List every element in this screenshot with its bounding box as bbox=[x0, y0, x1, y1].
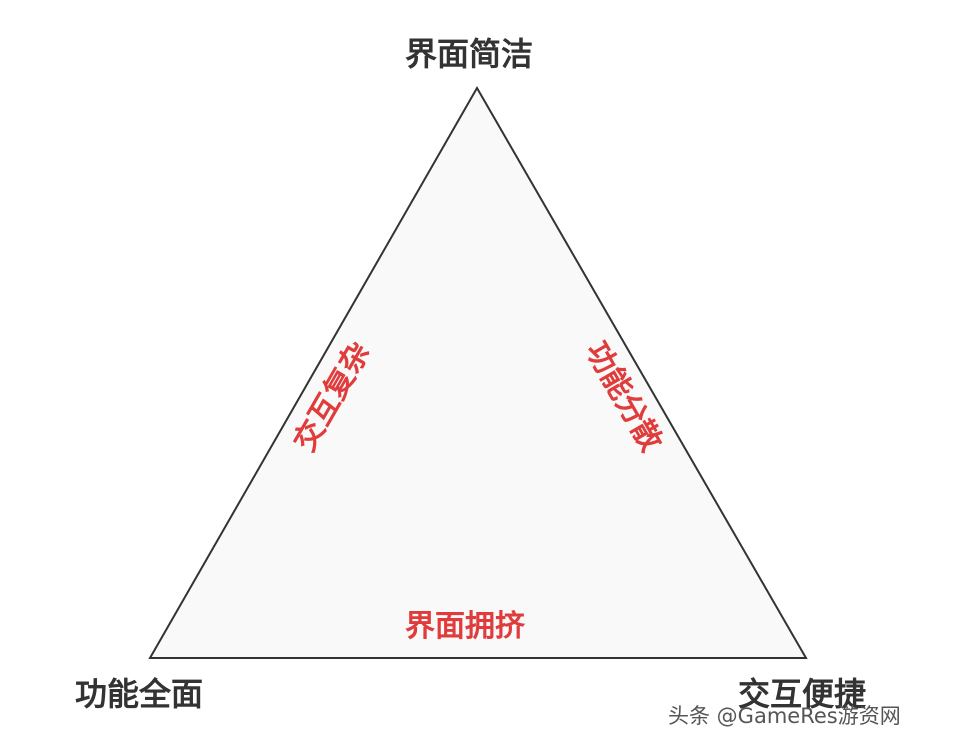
vertex-label-bottom-right: 交互便捷 bbox=[738, 675, 867, 713]
watermark-text: 头条 @GameRes游资网 bbox=[668, 704, 901, 728]
vertex-label-bottom-left: 功能全面 bbox=[75, 675, 204, 713]
triangle-shape bbox=[148, 85, 808, 659]
vertex-label-top: 界面简洁 bbox=[405, 35, 534, 73]
edge-label-bottom: 界面拥挤 bbox=[405, 609, 525, 644]
